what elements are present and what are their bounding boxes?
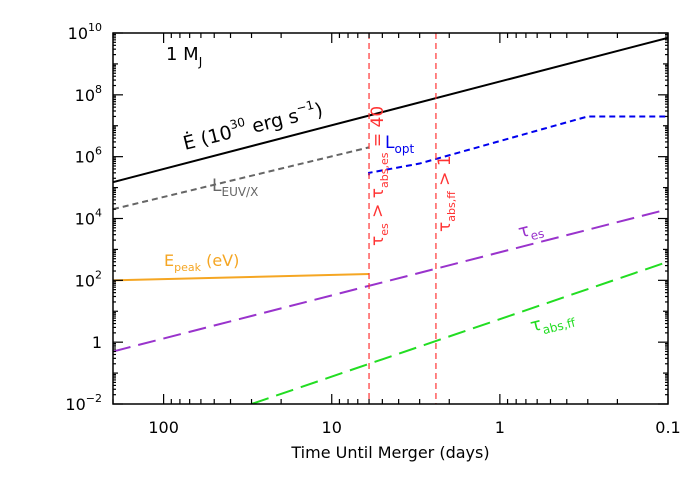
vertical-line-1-label: τes > τabs,es = 40 — [368, 106, 391, 246]
y-tick-label: 10−2 — [65, 392, 102, 414]
mass-label: 1 MJ — [166, 44, 202, 69]
ticks-layer — [112, 32, 669, 405]
y-tick-label: 1010 — [68, 21, 102, 43]
x-tick-label: 10 — [322, 418, 342, 437]
series-line-tau_es — [113, 208, 668, 353]
plot-frame — [112, 32, 669, 405]
l-opt-label: Lopt — [385, 133, 414, 156]
series-layer — [113, 36, 668, 404]
e-peak-label: Epeak (eV) — [164, 251, 239, 274]
series-line-tau_absff — [251, 260, 668, 404]
labels-layer: 100 10 1 0.1 10−2 1 102 104 106 108 1010 1 MJ τes > … — [65, 21, 680, 437]
y-tick-label: 104 — [75, 207, 102, 229]
l-euvx-label: LEUV/X — [212, 176, 258, 199]
y-tick-label: 102 — [75, 268, 102, 290]
x-tick-label: 0.1 — [655, 418, 680, 437]
tau-absff-label: τabs,ff — [528, 306, 577, 340]
y-tick-label: 106 — [75, 145, 102, 167]
x-axis-title: Time Until Merger (days) — [290, 443, 489, 462]
series-line-e_peak — [113, 273, 370, 282]
x-tick-label: 1 — [495, 418, 505, 437]
vertical-line-2-label: τabs,ff > 1 — [435, 155, 458, 232]
y-tick-label: 108 — [75, 83, 102, 105]
vertical-lines-layer — [368, 33, 437, 404]
tau-es-label: τes — [516, 217, 546, 246]
series-line-l_euvx — [113, 146, 370, 211]
y-tick-label: 1 — [92, 333, 102, 352]
x-tick-label: 100 — [148, 418, 179, 437]
series-line-edot — [113, 36, 668, 184]
